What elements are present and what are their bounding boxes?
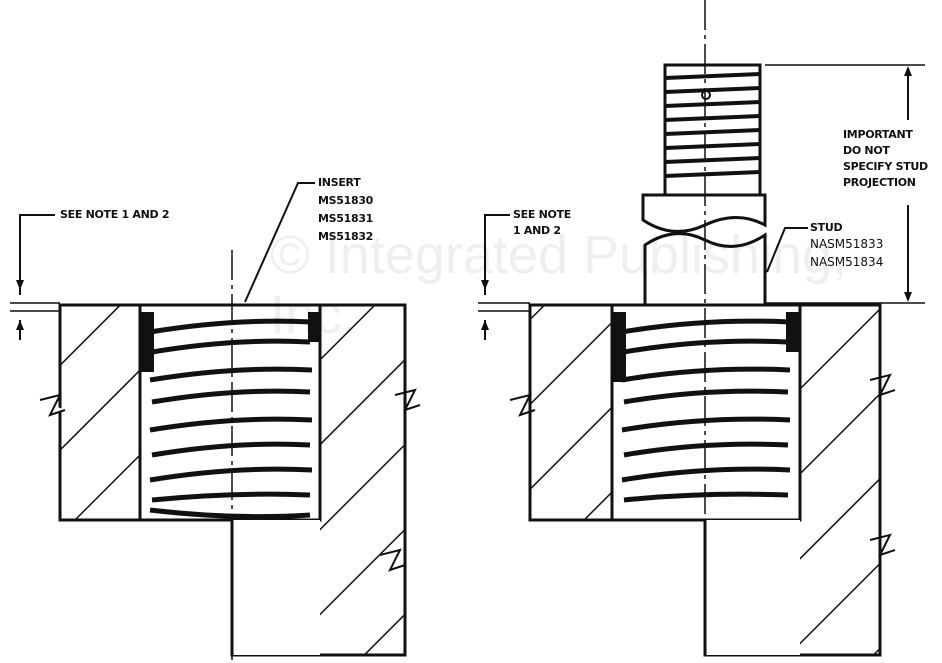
right-bore-lower (705, 520, 800, 655)
important-line-1: IMPORTANT (843, 128, 913, 141)
break-mark (509, 393, 536, 417)
right-insert-tang (786, 312, 800, 352)
insert-part-2: MS51831 (318, 212, 374, 225)
left-note-leader (19, 214, 55, 295)
insert-part-3: MS51832 (318, 230, 374, 243)
left-bore-lower (232, 520, 320, 655)
right-note-leader (484, 214, 510, 295)
stud-hole (701, 90, 711, 100)
stud-part-2: NASM51834 (810, 255, 884, 269)
break-mark (394, 388, 421, 412)
break-mark (39, 393, 66, 417)
stud-threads (664, 72, 761, 178)
left-insert-tang (308, 312, 320, 342)
left-assembly (10, 182, 421, 660)
break-mark (379, 548, 406, 572)
stud-label: STUD (810, 221, 843, 234)
left-insert-threads (149, 318, 313, 520)
left-insert-tang (140, 312, 154, 372)
insert-label: INSERT (318, 176, 361, 189)
stud-leader (766, 227, 808, 273)
right-insert-tang (612, 312, 626, 382)
insert-part-1: MS51830 (318, 194, 374, 207)
break-mark (869, 533, 896, 557)
right-assembly (379, 0, 925, 660)
insert-leader (244, 182, 315, 303)
break-mark (869, 373, 896, 397)
important-line-2: DO NOT (843, 144, 890, 157)
right-note-label-2: 1 AND 2 (513, 224, 561, 237)
left-note-label: SEE NOTE 1 AND 2 (60, 208, 170, 221)
watermark: © Integrated Publishing, Inc. (270, 225, 848, 345)
right-note-label-1: SEE NOTE (513, 208, 571, 221)
important-line-3: SPECIFY STUD (843, 160, 928, 173)
important-line-4: PROJECTION (843, 176, 916, 189)
stud-part-1: NASM51833 (810, 237, 884, 251)
